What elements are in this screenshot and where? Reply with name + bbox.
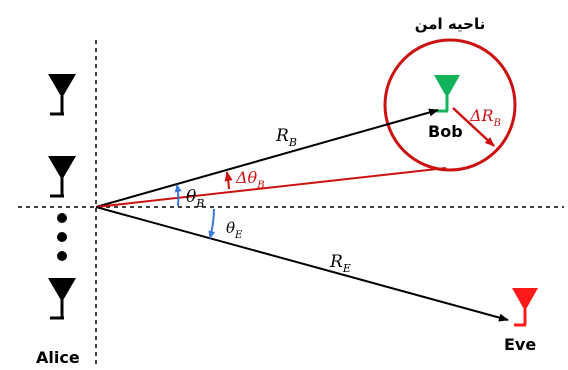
r-e-label: RE: [329, 252, 351, 275]
alice-antenna-3-icon: [48, 278, 76, 320]
ray-to-eve: [95, 206, 509, 322]
safe-zone-circle: [383, 38, 517, 172]
theta-e-arc: [208, 208, 216, 239]
delta-theta-b-arc: [224, 171, 233, 190]
theta-b-label: θB: [186, 187, 204, 210]
alice-label: Alice: [36, 348, 80, 367]
bob-label: Bob: [428, 122, 463, 141]
safe-zone-label: ناحیه امن: [415, 15, 485, 33]
delta-r-b-arrow: [452, 107, 495, 147]
alice-antenna-2-icon: [48, 156, 76, 198]
alice-antenna-1-icon: [48, 74, 76, 116]
delta-r-b-label: ΔRB: [469, 106, 501, 129]
r-b-label: RB: [275, 126, 297, 149]
bob-antenna-icon: [434, 75, 460, 113]
delta-theta-b-label: ΔθB: [235, 168, 265, 191]
eve-antenna-icon: [512, 288, 538, 327]
alice-antenna-ellipsis: [57, 213, 67, 261]
eve-label: Eve: [504, 335, 536, 354]
theta-e-label: θE: [226, 219, 243, 241]
ray-to-bob: [95, 108, 439, 208]
ray-to-safe-zone-edge: [95, 167, 447, 208]
theta-b-arc: [174, 184, 182, 207]
